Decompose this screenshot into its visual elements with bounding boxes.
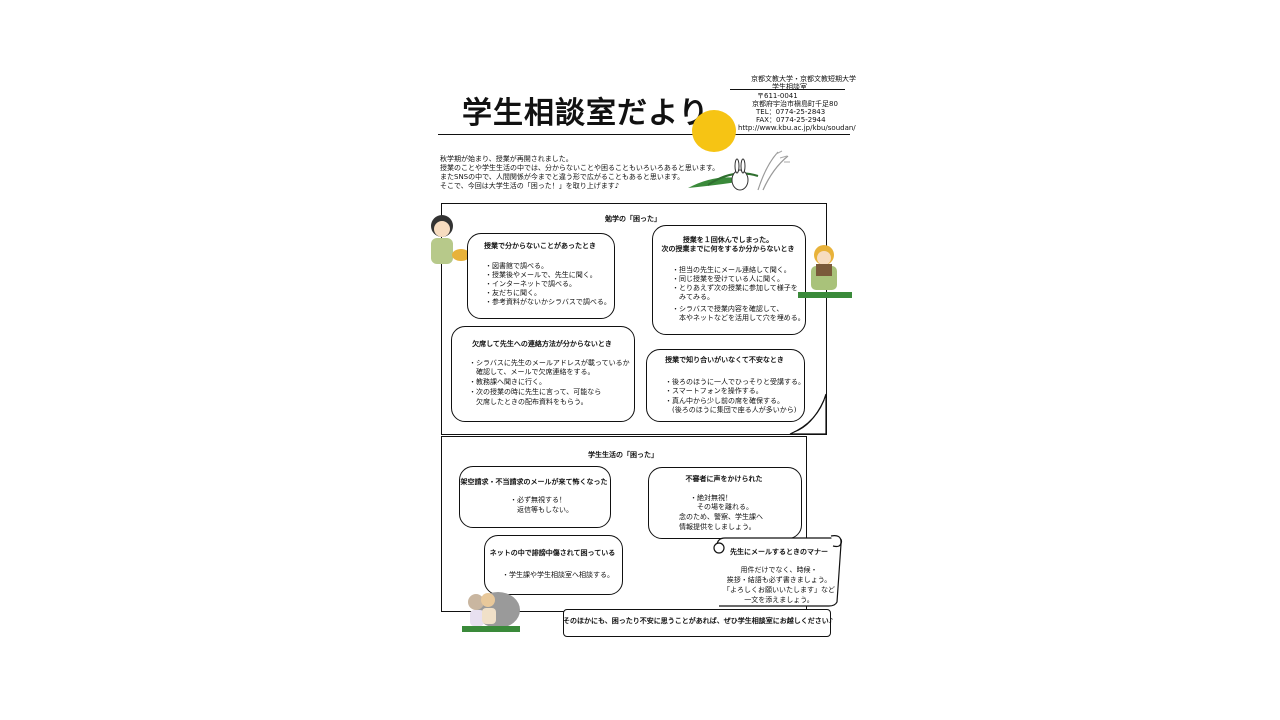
study-heading: 勉学の「困った」 bbox=[605, 215, 661, 223]
study-box-2-title-1: 授業を１回休んでしまった。 bbox=[682, 236, 774, 244]
email-manners-scroll bbox=[713, 535, 843, 607]
study-box-3-line: ・次の授業の時に先生に言って、可能なら bbox=[469, 388, 602, 396]
footer-note-box bbox=[563, 609, 831, 637]
life-box-2-title: 不審者に声をかけられた bbox=[685, 475, 763, 483]
study-box-1-line: ・図書館で調べる。 bbox=[485, 262, 548, 270]
study-box-3-line: 確認して、メールで欠席連絡をする。 bbox=[469, 368, 595, 376]
study-box-4-line: ・後ろのほうに一人でひっそりと受講する。 bbox=[665, 378, 805, 386]
life-box-fraud-email bbox=[459, 466, 611, 528]
study-box-3-line: 欠席したときの配布資料をもらう。 bbox=[469, 398, 588, 406]
study-box-1-line: ・参考資料がないかシラバスで調べる。 bbox=[485, 298, 611, 306]
intro-line-1: 秋学期が始まり、授業が再開されました。 bbox=[440, 155, 573, 163]
study-box-4-line: (後ろのほうに集団で座る人が多いから) bbox=[665, 406, 797, 414]
study-box-4-line: ・スマートフォンを操作する。 bbox=[665, 387, 763, 395]
study-box-1-line: ・授業後やメールで、先生に聞く。 bbox=[485, 271, 597, 279]
page-curl-decoration bbox=[789, 393, 827, 435]
study-box-2-line: ・担当の先生にメール連絡して聞く。 bbox=[672, 266, 791, 274]
header-rule bbox=[438, 134, 850, 135]
address-url[interactable]: http://www.kbu.ac.jp/kbu/soudan/ bbox=[738, 124, 856, 132]
org-name: 京都文教大学・京都文教短期大学 bbox=[751, 75, 856, 83]
study-box-2-line: ・シラバスで授業内容を確認して、 bbox=[672, 305, 784, 313]
footer-note: そのほかにも、困ったり不安に思うことがあれば、ぜひ学生相談室にお越しください♪ bbox=[563, 617, 834, 625]
life-box-1-line: ・必ず無視する！ bbox=[510, 496, 566, 504]
life-box-2-line: 情報提供をしましょう。 bbox=[679, 523, 756, 531]
intro-line-4: そこで、今回は大学生活の「困った！」を取り上げます♪ bbox=[440, 182, 620, 190]
scroll-title: 先生にメールするときのマナー bbox=[730, 548, 828, 556]
address-street: 京都府宇治市槇島町千足80 bbox=[752, 100, 838, 108]
life-box-2-line: ・絶対無視！ bbox=[690, 494, 732, 502]
scroll-line: 「よろしくお願いいたします」など bbox=[723, 586, 835, 594]
address-tel: TEL：0774-25-2843 bbox=[756, 108, 826, 116]
girl-reading-illustration bbox=[431, 215, 470, 264]
life-box-2-line: 念のため、警察、学生課へ bbox=[679, 513, 763, 521]
address-postal: 〒611-0041 bbox=[757, 92, 798, 100]
life-box-2-line: その場を離れる。 bbox=[690, 503, 753, 511]
rabbit-grass-illustration bbox=[688, 150, 790, 191]
life-box-1-line: 返信等もしない。 bbox=[510, 506, 573, 514]
study-box-1-line: ・友だちに聞く。 bbox=[485, 289, 541, 297]
scroll-line: 一文を添えましょう。 bbox=[744, 596, 814, 604]
life-heading: 学生生活の「困った」 bbox=[588, 451, 658, 459]
scroll-line: 用件だけでなく、時候・ bbox=[740, 566, 818, 574]
life-box-online-slander bbox=[484, 535, 623, 595]
study-box-absence-contact bbox=[451, 326, 635, 422]
org-department: 学生相談室 bbox=[772, 83, 807, 91]
intro-line-2: 授業のことや学生生活の中では、分からないことや困ることもいろいろあると思います。 bbox=[440, 164, 720, 172]
address-fax: FAX：0774-25-2944 bbox=[756, 116, 826, 124]
study-box-3-title: 欠席して先生への連絡方法が分からないとき bbox=[472, 340, 612, 348]
moon-illustration bbox=[692, 110, 736, 152]
study-box-1-line: ・インターネットで調べる。 bbox=[485, 280, 576, 288]
intro-line-3: またSNSの中で、人間関係が今までと違う形で広がることもあると思います。 bbox=[440, 173, 685, 181]
study-box-2-line: 本やネットなどを活用して穴を埋める。 bbox=[672, 314, 805, 322]
study-box-missed-class bbox=[652, 225, 806, 335]
study-box-2-title-2: 次の授業までに何をするか分からないとき bbox=[661, 245, 795, 253]
study-box-4-line: ・真ん中から少し前の席を確保する。 bbox=[665, 397, 784, 405]
study-box-didnt-understand bbox=[467, 233, 615, 319]
study-box-1-title: 授業で分からないことがあったとき bbox=[484, 242, 596, 250]
study-box-3-line: ・教務課へ聞きに行く。 bbox=[469, 378, 546, 386]
study-box-3-line: ・シラバスに先生のメールアドレスが載っているか bbox=[469, 359, 630, 367]
study-box-2-line: みてみる。 bbox=[672, 293, 714, 301]
study-box-no-acquaintance bbox=[646, 349, 805, 422]
boy-reading-illustration bbox=[798, 245, 852, 298]
study-box-4-title: 授業で知り合いがいなくて不安なとき bbox=[665, 356, 784, 364]
life-box-1-title: 架空請求・不当請求のメールが来て怖くなった bbox=[460, 478, 608, 486]
life-box-3-line: ・学生課や学生相談室へ相談する。 bbox=[502, 571, 614, 579]
page-title: 学生相談室だより bbox=[462, 96, 710, 131]
header-divider-small bbox=[730, 89, 845, 90]
scroll-line: 挨拶・結語も必ず書きましょう。 bbox=[726, 576, 832, 584]
life-box-3-title: ネットの中で誹謗中傷されて困っている bbox=[489, 549, 616, 557]
study-box-2-line: ・同じ授業を受けている人に聞く。 bbox=[672, 275, 784, 283]
study-box-2-line: ・とりあえず次の授業に参加して様子を bbox=[672, 284, 798, 292]
children-illustration bbox=[462, 592, 520, 632]
